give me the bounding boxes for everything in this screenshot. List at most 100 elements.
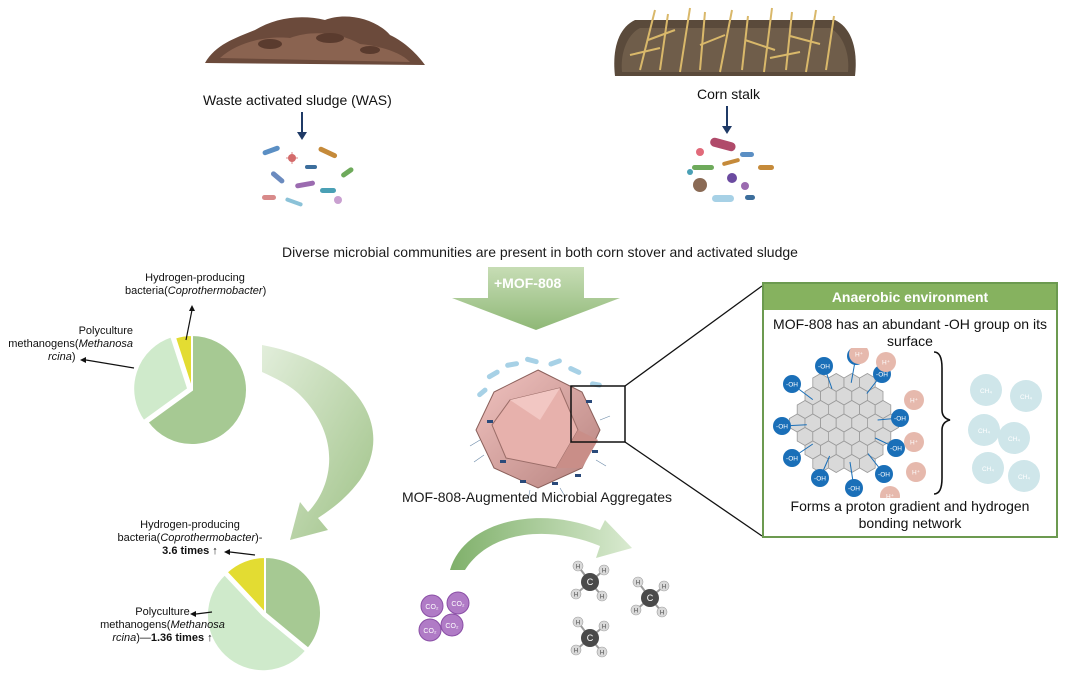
co2-molecules: CO₂ CO₂ CO₂ CO₂ (418, 591, 470, 642)
svg-text:-OH: -OH (786, 382, 798, 389)
ch4-bubble: CH₄ (970, 374, 1002, 406)
co2-molecule: CO₂ (446, 591, 470, 615)
pie-chart-after (206, 555, 322, 673)
panel-top-text: MOF-808 has an abundant -OH group on its… (773, 316, 1047, 349)
mof-lattice (788, 373, 900, 473)
oh-group-marker: -OH (773, 417, 807, 435)
svg-text:CH₄: CH₄ (1018, 474, 1030, 481)
corn-microbes-illustration (687, 137, 774, 202)
svg-text:-OH: -OH (818, 364, 830, 371)
proton-marker: H⁺ (906, 462, 926, 482)
pie-slice (146, 333, 248, 446)
svg-text:H⁺: H⁺ (910, 440, 919, 447)
svg-text:-OH: -OH (894, 416, 906, 423)
svg-text:H: H (600, 595, 604, 601)
ch4-bubble: CH₄ (1008, 460, 1040, 492)
mof-addition-arrow (452, 267, 620, 330)
svg-text:H: H (602, 569, 606, 575)
curly-brace (933, 351, 951, 495)
transition-curved-arrow (262, 345, 374, 540)
mof-arrow-label: +MOF-808 (494, 275, 562, 291)
svg-text:CO₂: CO₂ (423, 628, 437, 635)
panel-bottom-text: Forms a proton gradient and hydrogen bon… (790, 498, 1030, 531)
mof-aggregate-label: MOF-808-Augmented Microbial Aggregates (402, 489, 673, 505)
svg-text:H: H (574, 593, 578, 599)
svg-text:-OH: -OH (776, 424, 788, 431)
svg-text:CO₂: CO₂ (445, 623, 459, 630)
was-down-arrow (297, 112, 307, 140)
svg-text:CH₄: CH₄ (980, 388, 992, 395)
panel-title: Anaerobic environment (764, 284, 1056, 310)
oh-group-marker: -OH (845, 461, 863, 497)
svg-text:-OH: -OH (878, 472, 890, 479)
svg-text:H: H (634, 609, 638, 615)
sludge-heap-illustration (205, 16, 425, 66)
svg-text:H⁺: H⁺ (882, 360, 891, 367)
corn-stalk-illustration (614, 7, 856, 76)
proton-marker: H⁺ (904, 390, 924, 410)
svg-text:CO₂: CO₂ (425, 604, 439, 611)
pie2-methanogen-label: Polyculture methanogens(Methanosa rcina)… (100, 606, 225, 644)
svg-text:H⁺: H⁺ (912, 470, 921, 477)
pie-slice (132, 335, 190, 423)
co2-molecule: CO₂ (418, 618, 442, 642)
zoom-line-top (624, 285, 763, 387)
methane-molecule: H H H H C (570, 616, 610, 658)
corn-stalk-label: Corn stalk (697, 86, 761, 102)
proton-gradient-illustration: -OH-OH-OH-OH-OH-OH-OH-OH-OH-OH-OH H⁺H⁺H⁺… (773, 348, 1042, 498)
lattice-hexagon (859, 454, 876, 473)
svg-text:H: H (662, 585, 666, 591)
oh-group-marker: -OH (867, 453, 893, 483)
svg-text:H: H (576, 565, 580, 571)
svg-text:C: C (647, 593, 654, 603)
pie-slice (173, 333, 193, 391)
proton-ions: H⁺ H⁺ H⁺ H⁺ H⁺ H⁺ (849, 348, 926, 498)
headline-text: Diverse microbial communities are presen… (282, 244, 798, 260)
svg-text:H: H (602, 625, 606, 631)
svg-text:CH₄: CH₄ (1020, 394, 1032, 401)
mof-808-particle (469, 356, 611, 501)
svg-text:C: C (587, 633, 594, 643)
svg-text:-OH: -OH (890, 446, 902, 453)
zoom-box (570, 385, 626, 443)
svg-text:H: H (636, 581, 640, 587)
svg-text:CH₄: CH₄ (982, 466, 994, 473)
svg-text:H: H (574, 649, 578, 655)
anaerobic-environment-panel: Anaerobic environment MOF-808 has an abu… (762, 282, 1058, 538)
svg-text:-OH: -OH (848, 486, 860, 493)
svg-text:C: C (587, 577, 594, 587)
co2-molecule: CO₂ (420, 594, 444, 618)
svg-text:H⁺: H⁺ (886, 494, 895, 499)
co2-to-methane-arrow (450, 518, 632, 570)
was-microbes-illustration (262, 145, 354, 207)
pie-slice (206, 572, 308, 673)
pie1-hydrogen-label: Hydrogen-producing bacteria(Coprothermob… (125, 272, 267, 297)
oh-group-marker: -OH (877, 409, 909, 427)
pie-slice (264, 555, 322, 651)
proton-marker: H⁺ (876, 352, 896, 372)
oh-group-marker: -OH (815, 357, 833, 389)
svg-text:H: H (576, 621, 580, 627)
pie-slice (225, 555, 266, 616)
proton-marker: H⁺ (904, 432, 924, 452)
svg-text:CH₄: CH₄ (1008, 436, 1020, 443)
ch4-bubble: CH₄ (972, 452, 1004, 484)
lattice-hexagon (828, 454, 845, 473)
svg-text:-OH: -OH (814, 476, 826, 483)
lattice-hexagon (843, 454, 860, 473)
pie1-methanogen-label: Polyculture methanogens(Methanosa rcina) (8, 325, 133, 363)
svg-text:CH₄: CH₄ (978, 428, 990, 435)
svg-text:CO₂: CO₂ (451, 601, 465, 608)
svg-text:H: H (600, 651, 604, 657)
svg-text:-OH: -OH (786, 456, 798, 463)
pie2-pointer-arrows (190, 549, 256, 617)
svg-text:H⁺: H⁺ (910, 398, 919, 405)
methane-bubbles: CH₄ CH₄ CH₄ CH₄ CH₄ CH₄ (968, 374, 1042, 492)
oh-group-marker: -OH (783, 375, 814, 400)
proton-marker: H⁺ (849, 348, 869, 364)
oh-group-marker: -OH (783, 443, 814, 467)
pie1-pointer-arrows (80, 305, 195, 369)
was-label: Waste activated sludge (WAS) (203, 92, 392, 108)
ch4-bubble: CH₄ (968, 414, 1000, 446)
